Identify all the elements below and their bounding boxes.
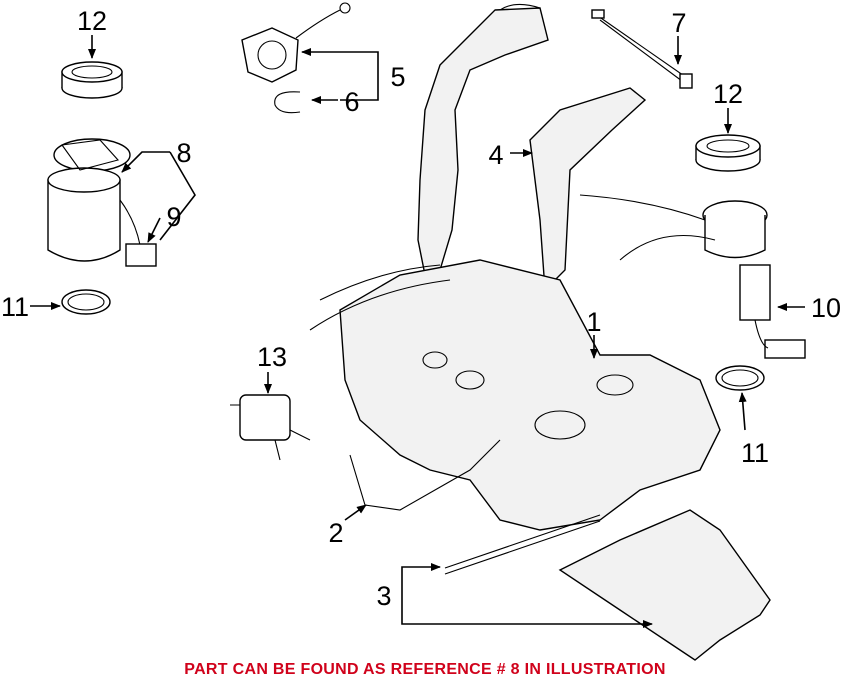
tank-strap: [349, 439, 501, 511]
fuel-tank: [309, 259, 721, 531]
heat-shield-lower: [444, 509, 771, 661]
lock-ring-right: [695, 134, 761, 172]
seal-ring-right: [715, 365, 765, 391]
callout-12-left: 12: [77, 6, 107, 36]
fuel-filter: [230, 394, 311, 461]
lock-ring-left: [61, 61, 123, 99]
seal-ring-left: [61, 289, 111, 315]
fuel-pump-assembly: [47, 138, 157, 267]
callout-8: 8: [176, 138, 191, 168]
reference-note: PART CAN BE FOUND AS REFERENCE # 8 IN IL…: [184, 661, 666, 678]
heat-shield-upper: [529, 87, 647, 292]
clip: [274, 91, 301, 114]
callout-3: 3: [376, 581, 391, 611]
callout-5: 5: [390, 62, 405, 92]
callout-13: 13: [257, 342, 287, 372]
callout-11-left: 11: [1, 292, 29, 322]
sensor-wire: [591, 9, 693, 89]
callout-1: 1: [586, 307, 601, 337]
filler-cap: [241, 2, 351, 83]
fuel-sender-unit: [579, 194, 806, 359]
leader-lines: [30, 35, 805, 628]
callout-12-right: 12: [713, 79, 743, 109]
callout-10: 10: [811, 293, 841, 323]
callout-6: 6: [344, 87, 359, 117]
callout-2: 2: [328, 518, 343, 548]
callout-7: 7: [671, 8, 686, 38]
filler-neck: [417, 3, 549, 276]
callout-9: 9: [166, 202, 181, 232]
callout-4: 4: [488, 140, 503, 170]
callout-11-right: 11: [741, 438, 769, 468]
